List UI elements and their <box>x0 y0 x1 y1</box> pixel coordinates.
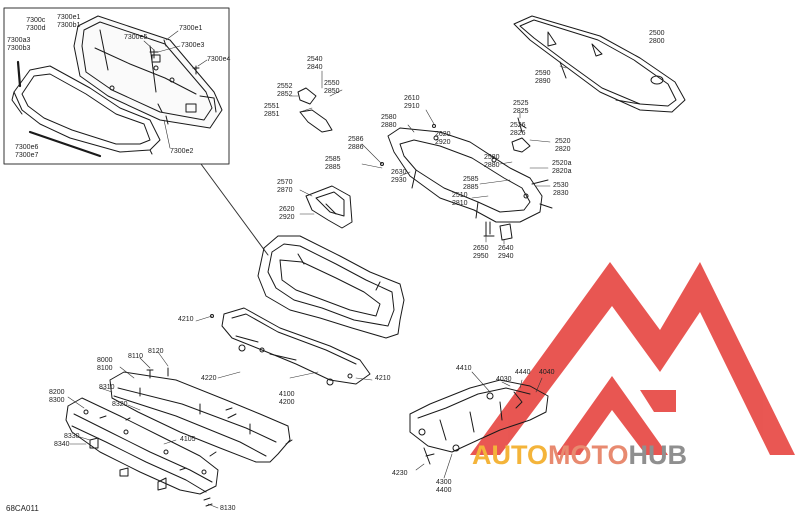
label-8000: 8000 8100 <box>97 357 113 372</box>
inset-door-frame <box>11 60 161 158</box>
label-4100: 4100 4200 <box>279 391 295 406</box>
label-2650: 2650 2950 <box>473 245 489 260</box>
inset-leaders <box>143 30 208 149</box>
label-2551: 2551 2851 <box>264 103 280 118</box>
label-8110: 8110 <box>128 353 144 360</box>
label-2500: 2500 2800 <box>649 30 665 45</box>
label-2570: 2570 2870 <box>277 179 293 194</box>
label-4210-upper: 4210 <box>178 316 194 323</box>
leader-lines-upper <box>289 65 567 245</box>
inset-frame <box>3 7 230 165</box>
label-2520a: 2520a 2820a <box>552 160 572 175</box>
latch-parts <box>297 87 531 166</box>
label-2525: 2525 2825 <box>513 100 529 115</box>
label-7300c: 7300c 7300d <box>26 17 46 32</box>
label-4410: 4410 <box>456 365 472 372</box>
label-7300e1-b1: 7300e1 7300b1 <box>57 14 81 29</box>
leader-lines-lower-left <box>67 315 373 509</box>
upper-door-panel <box>513 15 686 113</box>
label-2630: 2630 2930 <box>391 169 407 184</box>
label-8130: 8130 <box>220 505 236 512</box>
label-2585-right: 2585 2885 <box>463 176 479 191</box>
label-4230: 4230 <box>392 470 408 477</box>
watermark-auto: AUTO <box>472 440 549 470</box>
label-2510: 2510 2810 <box>452 192 468 207</box>
label-7300e1: 7300e1 <box>179 25 203 32</box>
label-8320: 8320 <box>112 401 128 408</box>
label-2552: 2552 2852 <box>277 83 293 98</box>
label-7300a3: 7300a3 7300b3 <box>7 37 31 52</box>
watermark-text: AUTOMOTOHUB <box>472 440 687 471</box>
inset-fasteners <box>149 39 200 125</box>
label-8340: 8340 <box>54 441 70 448</box>
label-4210-lower: 4210 <box>375 375 391 382</box>
step-plate-upper <box>109 371 291 463</box>
label-2580-right: 2580 2880 <box>484 154 500 169</box>
label-2580-upper: 2580 2880 <box>381 114 397 129</box>
diagram-code: 68CA011 <box>6 504 39 513</box>
watermark-logo <box>470 262 795 455</box>
step-plate-lower <box>65 397 219 495</box>
door-frame-upper <box>387 127 553 223</box>
label-4220: 4220 <box>201 375 217 382</box>
handle-bracket <box>305 185 353 229</box>
watermark-hub: HUB <box>628 440 688 470</box>
label-4440: 4440 <box>515 369 531 376</box>
label-2526: 2526 2826 <box>510 122 526 137</box>
inset-door-panel <box>73 15 223 129</box>
label-2530: 2530 2830 <box>553 182 569 197</box>
label-7300e2: 7300e2 <box>170 148 194 155</box>
hinge-parts <box>483 221 513 241</box>
label-8330: 8330 <box>64 433 80 440</box>
label-8310: 8310 <box>99 384 115 391</box>
inset-leader-line <box>200 163 269 256</box>
lower-right-bracket <box>409 379 549 465</box>
label-2540: 2540 2840 <box>307 56 323 71</box>
label-2640: 2640 2940 <box>498 245 514 260</box>
rocker-panel <box>221 307 371 386</box>
label-2586: 2586 2886 <box>348 136 364 151</box>
label-7300e5: 7300e5 <box>124 34 148 41</box>
watermark-moto: MOTO <box>548 440 629 470</box>
label-7300e6: 7300e6 7300e7 <box>15 144 39 159</box>
label-2520: 2520 2820 <box>555 138 571 153</box>
label-4030: 4030 <box>496 376 512 383</box>
label-2550: 2550 2850 <box>324 80 340 95</box>
fasteners-lower <box>89 314 293 507</box>
label-7300e3: 7300e3 <box>181 42 205 49</box>
label-2620-lower: 2620 2920 <box>279 206 295 221</box>
label-4300: 4300 4400 <box>436 479 452 494</box>
leader-lines-lower-right <box>415 371 543 479</box>
label-2620-upper: 2620 2920 <box>435 131 451 146</box>
label-2585-left: 2585 2885 <box>325 156 341 171</box>
label-4040: 4040 <box>539 369 555 376</box>
label-2590: 2590 2890 <box>535 70 551 85</box>
label-7300e4: 7300e4 <box>207 56 231 63</box>
label-8120: 8120 <box>148 348 164 355</box>
label-2610: 2610 2910 <box>404 95 420 110</box>
label-8200: 8200 8300 <box>49 389 65 404</box>
label-4105: 4105 <box>180 436 196 443</box>
door-frame-lower <box>257 235 405 339</box>
